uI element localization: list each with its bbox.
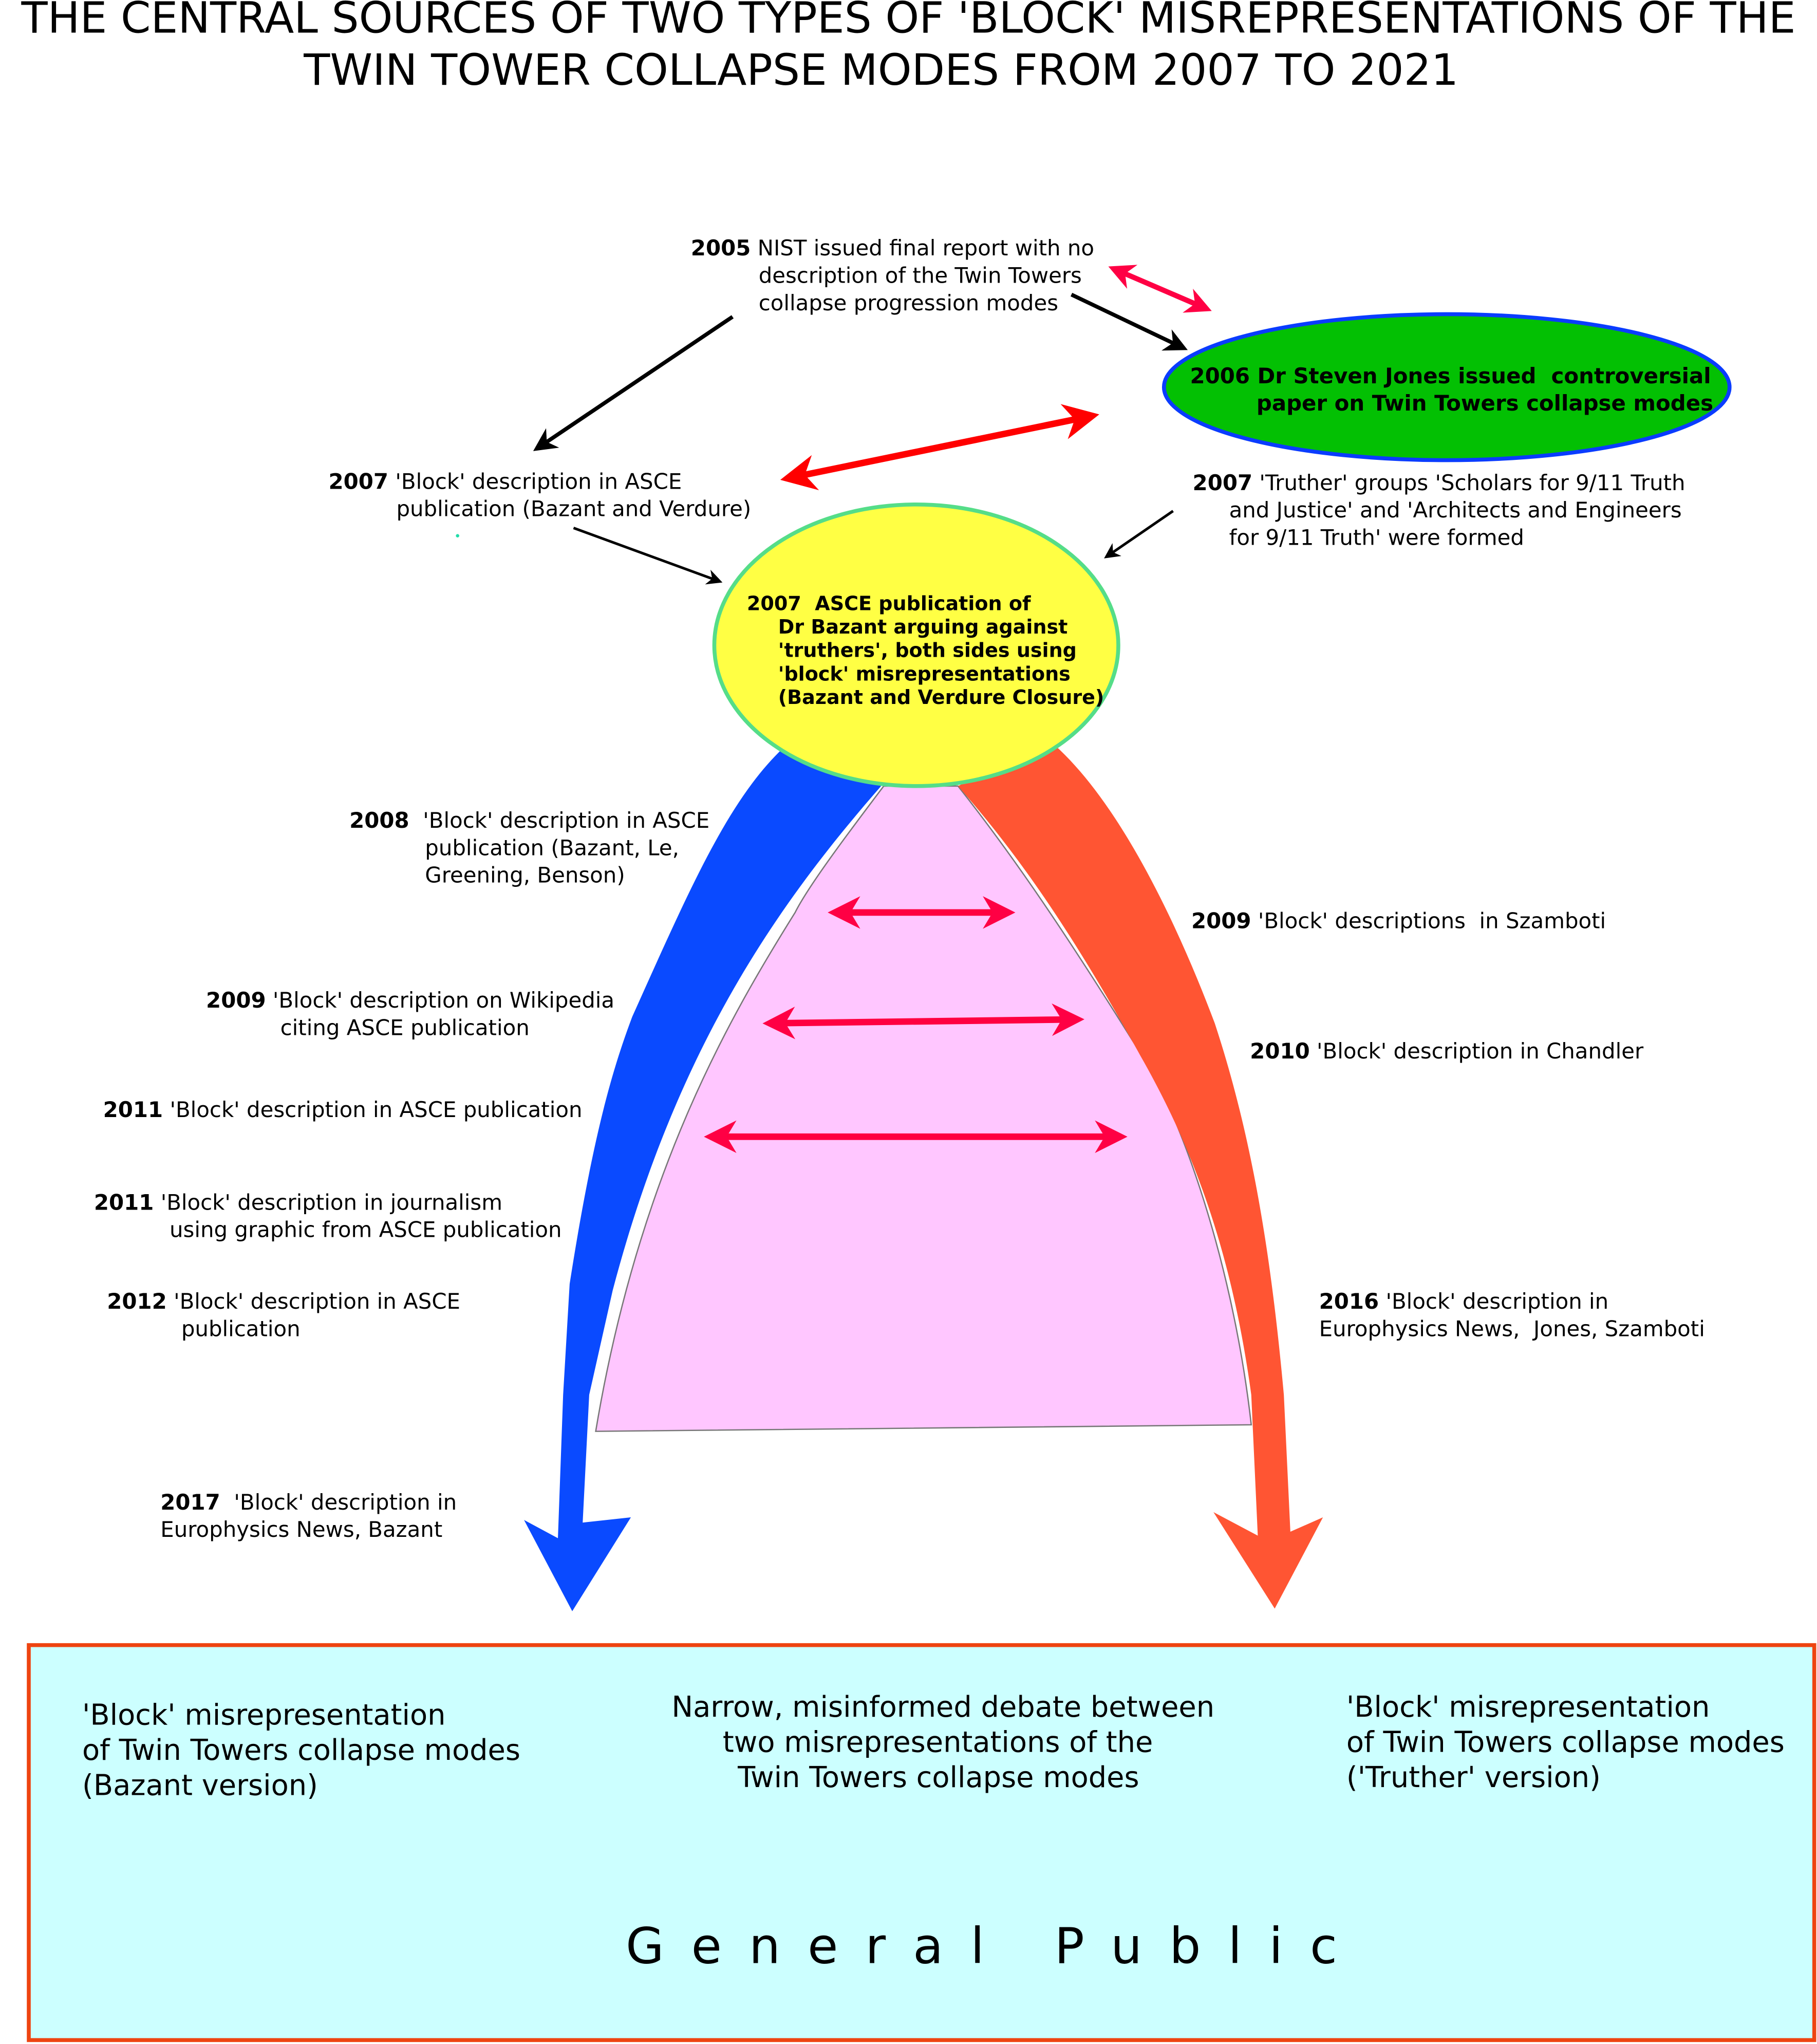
- left-item-2012: 2012 'Block' description in ASCE publica…: [107, 1289, 467, 1341]
- arrow-nist-to-jones: [1070, 292, 1188, 351]
- left-item-2011-journalism: 2011 'Block' description in journalism u…: [94, 1190, 562, 1242]
- bazant-flow-arrow: [524, 743, 882, 1611]
- truther-2007-text: 2007 'Truther' groups 'Scholars for 9/11…: [1193, 470, 1692, 550]
- arrow-truther-to-asce: [1104, 510, 1174, 559]
- jones-2006-text: 2006 Dr Steven Jones issued controversia…: [1190, 363, 1718, 416]
- title-line-1: THE CENTRAL SOURCES OF TWO TYPES OF 'BLO…: [21, 0, 1795, 43]
- block-2007-text: 2007 'Block' description in ASCE publica…: [329, 469, 752, 521]
- asce-2007-ellipse: [712, 503, 1120, 788]
- nist-2005-text: 2005 NIST issued final report with no de…: [691, 235, 1101, 315]
- double-arrow-nist-jones: [1108, 265, 1212, 313]
- left-item-2009: 2009 'Block' description on Wikipedia ci…: [206, 988, 621, 1040]
- jones-2006-ellipse: [1162, 312, 1732, 462]
- right-item-2009: 2009 'Block' descriptions in Szamboti: [0, 0, 1626, 933]
- stray-dot: [456, 534, 459, 538]
- left-item-2011-asce: 2011 'Block' description in ASCE publica…: [103, 1097, 583, 1122]
- arrow-block-to-asce: [573, 527, 723, 585]
- right-item-2010: 2010 'Block' description in Chandler: [1250, 1038, 1644, 1064]
- arrow-nist-to-block: [533, 315, 734, 451]
- right-item-2016: 2016 'Block' description in Europhysics …: [1319, 1289, 1705, 1341]
- debate-arrow-2: [762, 1003, 1084, 1039]
- general-public-box: [27, 1643, 1816, 2042]
- debate-region: [595, 785, 1252, 1432]
- asce-2007-text: 2007 ASCE publication of Dr Bazant argui…: [747, 592, 1104, 709]
- public-box-middle-text: Narrow, misinformed debate between two m…: [671, 1690, 1224, 1794]
- truther-flow-arrow: [958, 740, 1323, 1609]
- title-line-2: TWIN TOWER COLLAPSE MODES FROM 2007 TO 2…: [303, 45, 1458, 95]
- general-public-label: General Public: [626, 1918, 1364, 1975]
- left-item-2008: 2008 'Block' description in ASCE publica…: [349, 808, 716, 888]
- left-item-2017: 2017 'Block' description in Europhysics …: [0, 0, 491, 1542]
- public-box-left-text: 'Block' misrepresentation of Twin Towers…: [82, 1698, 530, 1802]
- public-box-right-text: 'Block' misrepresentation of Twin Towers…: [1346, 1690, 1794, 1794]
- double-arrow-block-jones: [780, 404, 1099, 491]
